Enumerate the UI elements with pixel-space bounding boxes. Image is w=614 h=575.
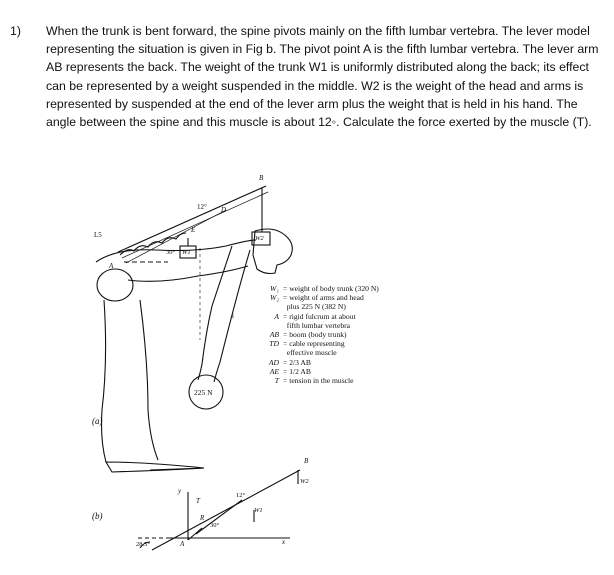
boom-line-inner bbox=[121, 191, 269, 259]
label-b-w2: W2 bbox=[300, 478, 309, 485]
label-b-a: A bbox=[180, 540, 185, 548]
weight-ball bbox=[188, 374, 224, 410]
label-b-angle285: 28.5° bbox=[136, 541, 150, 548]
label-w2: W2 bbox=[255, 235, 264, 242]
label-angle-30: 30° bbox=[166, 249, 176, 256]
label-b-t: T bbox=[196, 497, 200, 505]
label-ls: L5 bbox=[94, 231, 102, 239]
head-outline bbox=[252, 228, 293, 275]
b-r bbox=[187, 527, 203, 541]
body-outline bbox=[95, 239, 257, 263]
boom-line bbox=[117, 185, 267, 253]
label-b: B bbox=[259, 174, 264, 182]
legend-row: AE= 1/2 AB bbox=[269, 366, 311, 376]
legend-row: fifth lumbar vertebra bbox=[286, 320, 351, 330]
leg-front bbox=[139, 299, 159, 461]
foot bbox=[105, 461, 205, 473]
label-b-w1: W1 bbox=[254, 507, 263, 514]
b-angle-arc bbox=[139, 541, 151, 549]
label-a: A bbox=[109, 262, 114, 270]
legend-row: A= rigid fulcrum at about bbox=[274, 311, 356, 321]
label-b-b: B bbox=[304, 457, 309, 465]
pelvis bbox=[96, 268, 134, 302]
caption-a: (a) bbox=[92, 416, 103, 426]
legend-row: AD= 2/3 AB bbox=[268, 357, 311, 367]
arm-outline bbox=[197, 245, 233, 381]
label-w1: W1 bbox=[182, 249, 191, 256]
w2-box bbox=[251, 231, 271, 246]
w1-box bbox=[179, 245, 197, 259]
b-boom bbox=[151, 469, 301, 551]
label-angle-12: 12° bbox=[197, 203, 207, 211]
label-e: E bbox=[191, 226, 196, 234]
legend-row: W₂= weight of arms and head bbox=[270, 293, 364, 303]
leg-back bbox=[100, 299, 107, 463]
label-b-angle12: 12° bbox=[236, 492, 246, 499]
legend-row: T= tension in the muscle bbox=[274, 376, 354, 386]
legend-row: AB= boom (body trunk) bbox=[269, 330, 347, 340]
question-number: 1) bbox=[10, 24, 21, 38]
label-b-y: y bbox=[178, 487, 182, 495]
body-front bbox=[127, 265, 249, 282]
muscle-cable bbox=[125, 209, 227, 264]
ground-line bbox=[149, 467, 205, 471]
question-text: When the trunk is bent forward, the spin… bbox=[46, 24, 599, 130]
caption-b: (b) bbox=[92, 511, 103, 521]
question-block: 1) When the trunk is bent forward, the s… bbox=[10, 22, 606, 131]
label-d: D bbox=[221, 206, 227, 214]
label-b-x: x bbox=[282, 538, 286, 546]
legend-row: effective muscle bbox=[286, 348, 337, 358]
label-225n: 225 N bbox=[194, 388, 213, 397]
legend-row: TD= cable representing bbox=[269, 339, 345, 349]
legend-row: W₁= weight of body trunk (320 N) bbox=[270, 284, 379, 293]
legend: W₁= weight of body trunk (320 N) W₂= wei… bbox=[255, 284, 379, 385]
label-b-r: R bbox=[200, 514, 205, 522]
legend-row: plus 225 N (382 N) bbox=[286, 302, 346, 312]
label-b-angle30: 30° bbox=[210, 522, 220, 529]
label-i: i bbox=[232, 312, 234, 320]
arm-outline-2 bbox=[213, 249, 251, 383]
b-t bbox=[195, 499, 243, 535]
